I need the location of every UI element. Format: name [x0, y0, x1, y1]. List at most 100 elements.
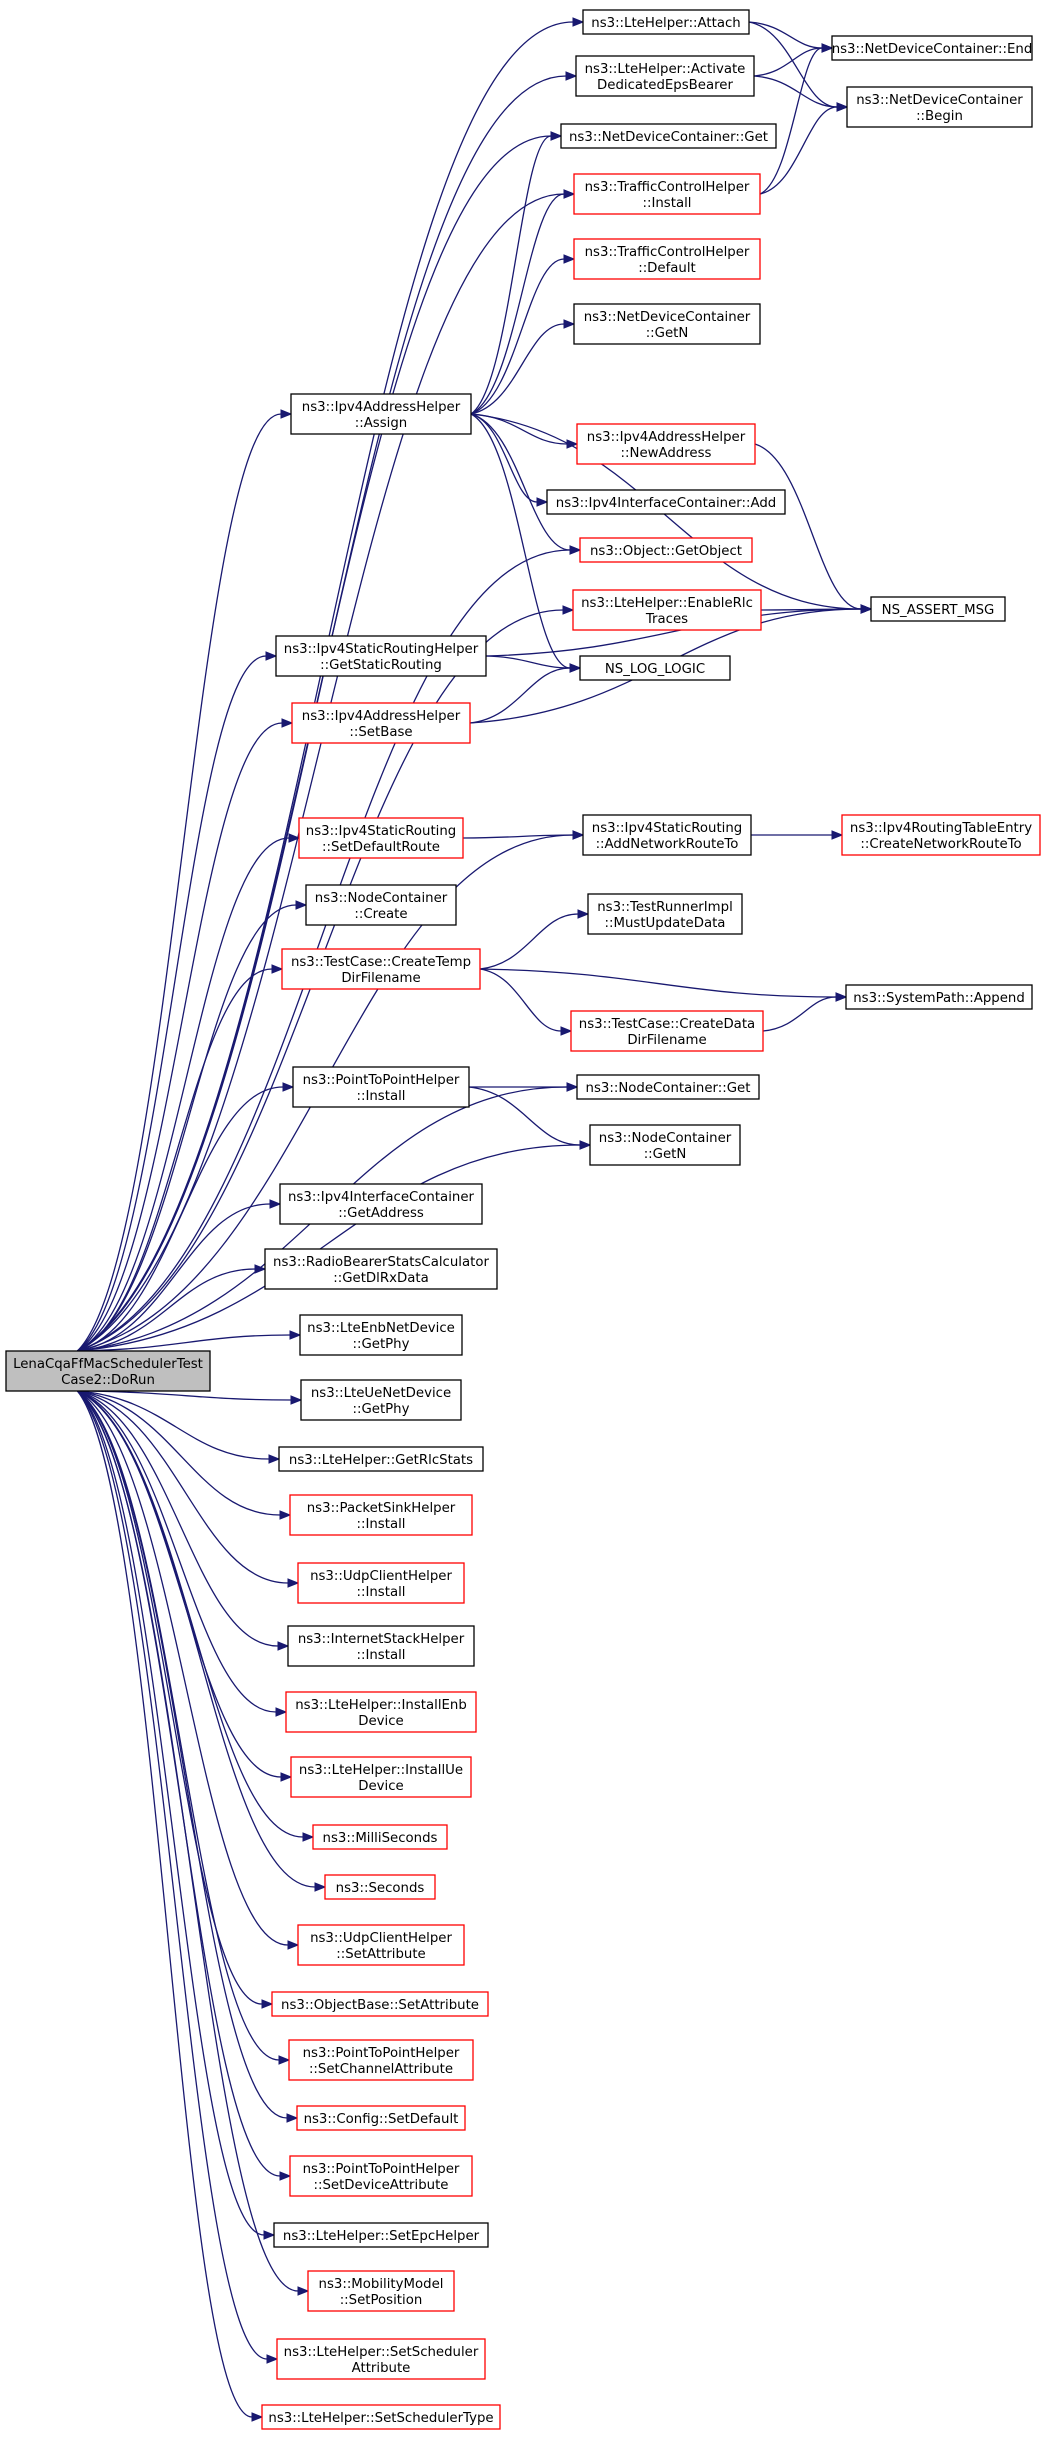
node-enbgetphy[interactable]: ns3::LteEnbNetDevice::GetPhy: [299, 1314, 463, 1356]
node-nc-getn[interactable]: ns3::NodeContainer::GetN: [589, 1124, 741, 1166]
node-box-getobject: [579, 537, 753, 563]
node-label-mustupdate-line-1: ns3::TestRunnerImpl: [597, 900, 733, 915]
node-label-p2p-setchannel-line-1: ns3::PointToPointHelper: [303, 2046, 460, 2061]
node-assert[interactable]: NS_ASSERT_MSG: [870, 596, 1006, 622]
edge-ipv4ah-assign-to-tch-install: [470, 189, 576, 415]
edge-ipv4ah-assign-to-ndc-get: [470, 131, 563, 415]
edge-arrowhead: [266, 2354, 279, 2364]
node-getstaticrouting[interactable]: ns3::Ipv4StaticRoutingHelper::GetStaticR…: [275, 635, 487, 677]
edge-ipv4ah-assign-to-getobject: [470, 413, 582, 555]
node-createnetworkroute[interactable]: ns3::Ipv4RoutingTableEntry::CreateNetwor…: [841, 814, 1041, 856]
edge-arrowhead: [563, 254, 576, 264]
node-tch-default[interactable]: ns3::TrafficControlHelper::Default: [573, 238, 761, 280]
node-addnetworkroute[interactable]: ns3::Ipv4StaticRouting::AddNetworkRouteT…: [582, 814, 752, 856]
edge-root-to-setbase: [77, 718, 294, 1352]
node-rbstats[interactable]: ns3::RadioBearerStatsCalculator::GetDlRx…: [264, 1248, 498, 1290]
node-label-tch-default-line-2: ::Default: [638, 261, 696, 276]
node-nc-create[interactable]: ns3::NodeContainer::Create: [305, 884, 457, 926]
edge-arrowhead: [572, 17, 585, 27]
node-nc-get[interactable]: ns3::NodeContainer::Get: [576, 1074, 760, 1100]
node-tch-install[interactable]: ns3::TrafficControlHelper::Install: [573, 173, 761, 215]
edge-arrowhead: [277, 1641, 290, 1651]
node-label-ipv4ic-getaddress-line-2: ::GetAddress: [338, 1206, 424, 1221]
node-p2p-setdevice[interactable]: ns3::PointToPointHelper::SetDeviceAttrib…: [289, 2155, 473, 2197]
node-box-createdatadir: [570, 1010, 764, 1052]
edge-arrowhead: [821, 43, 834, 53]
node-label-enbgetphy-line-1: ns3::LteEnbNetDevice: [307, 1321, 455, 1336]
node-ipv4ah-assign[interactable]: ns3::Ipv4AddressHelper::Assign: [290, 393, 472, 435]
edge-arrowhead: [579, 1140, 592, 1150]
node-internetstack[interactable]: ns3::InternetStackHelper::Install: [287, 1625, 475, 1667]
node-box-assert: [870, 596, 1006, 622]
node-append[interactable]: ns3::SystemPath::Append: [845, 984, 1033, 1010]
node-label-installenb-line-1: ns3::LteHelper::InstallEnb: [295, 1698, 467, 1713]
edge-root-to-installenb: [77, 1390, 288, 1717]
node-ipv4ah-newaddr[interactable]: ns3::Ipv4AddressHelper::NewAddress: [576, 423, 756, 465]
node-getrlcstats[interactable]: ns3::LteHelper::GetRlcStats: [278, 1446, 484, 1472]
node-label-nc-create-line-1: ns3::NodeContainer: [315, 891, 448, 906]
edge-arrowhead: [566, 1082, 579, 1092]
node-mustupdate[interactable]: ns3::TestRunnerImpl::MustUpdateData: [587, 893, 743, 935]
edge-arrowhead: [287, 1578, 300, 1588]
edge-arrowhead: [287, 1940, 300, 1950]
node-p2p-setchannel[interactable]: ns3::PointToPointHelper::SetChannelAttri…: [288, 2039, 474, 2081]
node-setdefaultroute[interactable]: ns3::Ipv4StaticRouting::SetDefaultRoute: [298, 817, 464, 859]
node-box-p2p-setchannel: [288, 2039, 474, 2081]
edge-arrowhead: [536, 497, 549, 507]
node-ndc-begin[interactable]: ns3::NetDeviceContainer::Begin: [846, 86, 1033, 128]
node-box-getrlcstats: [278, 1446, 484, 1472]
node-activate[interactable]: ns3::LteHelper::ActivateDedicatedEpsBear…: [575, 55, 755, 97]
node-setschedtype[interactable]: ns3::LteHelper::SetSchedulerType: [261, 2404, 501, 2430]
node-label-getstaticrouting-line-1: ns3::Ipv4StaticRoutingHelper: [284, 642, 479, 657]
edge-arrowhead: [565, 71, 578, 81]
edge-ipv4ah-assign-to-loglogic: [470, 413, 582, 673]
node-ndc-getn[interactable]: ns3::NetDeviceContainer::GetN: [573, 303, 761, 345]
node-label-enablerlc-line-2: Traces: [645, 612, 688, 627]
call-graph-edges: [76, 17, 873, 2422]
edge-getstaticrouting-to-loglogic: [485, 655, 582, 673]
node-attach[interactable]: ns3::LteHelper::Attach: [582, 9, 750, 35]
node-ipv4ic-getaddress[interactable]: ns3::Ipv4InterfaceContainer::GetAddress: [279, 1183, 483, 1225]
node-label-p2p-setchannel-line-2: ::SetChannelAttribute: [309, 2062, 453, 2077]
edge-createtempdir-to-mustupdate: [479, 909, 590, 970]
node-milliseconds[interactable]: ns3::MilliSeconds: [312, 1824, 448, 1850]
node-ndc-end[interactable]: ns3::NetDeviceContainer::End: [831, 35, 1033, 61]
edge-setdefaultroute-to-addnetworkroute: [462, 830, 585, 840]
node-setepchelper[interactable]: ns3::LteHelper::SetEpcHelper: [273, 2222, 489, 2248]
node-packetsink[interactable]: ns3::PacketSinkHelper::Install: [289, 1494, 473, 1536]
node-ndc-get[interactable]: ns3::NetDeviceContainer::Get: [560, 123, 777, 149]
node-p2p-install[interactable]: ns3::PointToPointHelper::Install: [292, 1066, 470, 1108]
node-label-nc-getn-line-1: ns3::NodeContainer: [599, 1131, 732, 1146]
node-objectbase-setattr[interactable]: ns3::ObjectBase::SetAttribute: [271, 1991, 489, 2017]
node-getobject[interactable]: ns3::Object::GetObject: [579, 537, 753, 563]
node-box-mustupdate: [587, 893, 743, 935]
node-config-setdefault[interactable]: ns3::Config::SetDefault: [296, 2105, 466, 2131]
node-udpclient-setattr[interactable]: ns3::UdpClientHelper::SetAttribute: [297, 1924, 465, 1966]
edge-arrowhead: [562, 605, 575, 615]
node-seconds[interactable]: ns3::Seconds: [324, 1874, 436, 1900]
edge-arrowhead: [569, 545, 582, 555]
node-label-p2p-install-line-1: ns3::PointToPointHelper: [303, 1073, 460, 1088]
edge-arrowhead: [268, 1454, 281, 1464]
node-ipv4ic-add[interactable]: ns3::Ipv4InterfaceContainer::Add: [546, 489, 786, 515]
node-box-objectbase-setattr: [271, 1991, 489, 2017]
node-setposition[interactable]: ns3::MobilityModel::SetPosition: [307, 2270, 455, 2312]
edge-arrowhead: [282, 1082, 295, 1092]
node-udpclient-install[interactable]: ns3::UdpClientHelper::Install: [297, 1562, 465, 1604]
edge-root-to-udpclient-setattr: [77, 1390, 300, 1950]
node-label-config-setdefault-line-1: ns3::Config::SetDefault: [304, 2112, 459, 2127]
node-uegetphy[interactable]: ns3::LteUeNetDevice::GetPhy: [300, 1379, 462, 1421]
node-box-createnetworkroute: [841, 814, 1041, 856]
edge-arrowhead: [860, 604, 873, 614]
node-setbase[interactable]: ns3::Ipv4AddressHelper::SetBase: [291, 702, 471, 744]
node-loglogic[interactable]: NS_LOG_LOGIC: [579, 655, 731, 681]
node-label-attach-line-1: ns3::LteHelper::Attach: [591, 16, 740, 31]
node-box-tch-default: [573, 238, 761, 280]
